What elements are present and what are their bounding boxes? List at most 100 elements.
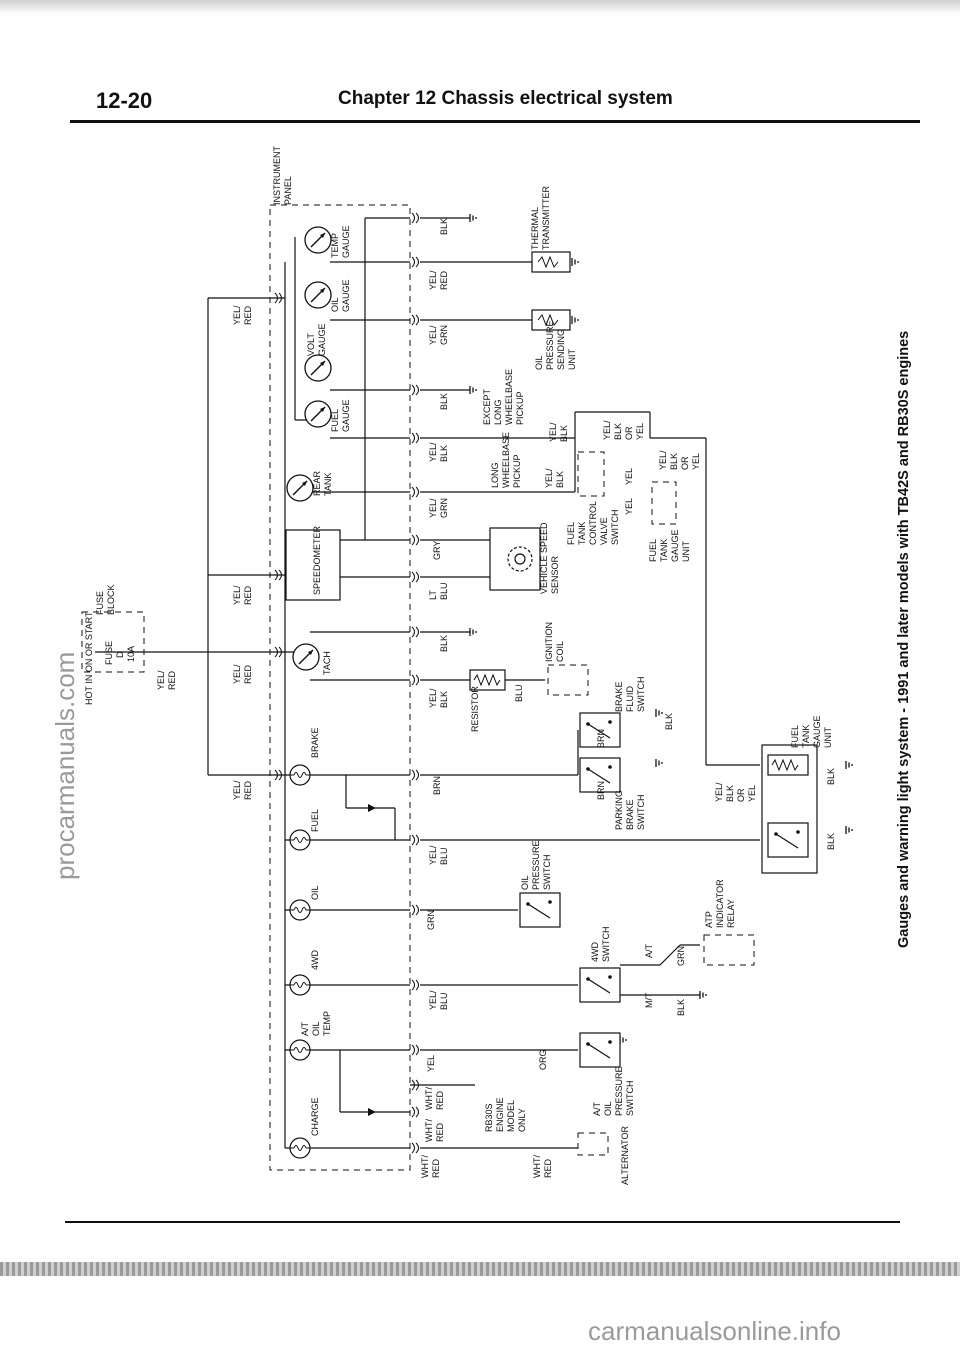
wire-yel-red-3a: YEL/ [232,585,242,605]
long-wb-label-1: LONG [490,462,500,488]
wire-yel-3: YEL [624,498,634,515]
thermal-label-1: THERMAL [530,207,540,250]
oil-gauge-label-2: GAUGE [341,279,351,312]
wire-wht-red-1a: WHT/ [424,1087,434,1110]
scan-edge-bottom [0,1262,960,1276]
ignition-coil-label-2: COIL [555,641,565,662]
wire-wht-red-3b: RED [431,1158,441,1178]
wire-yel-blu-1a: YEL/ [428,845,438,865]
fuel-valve-label-1: FUEL [566,522,576,545]
wire-yel-1: YEL [426,1055,436,1072]
resistor-label: RESISTOR [470,686,480,732]
fuel-gauge-label-2: GAUGE [341,399,351,432]
wire-blk-3: BLK [439,635,449,652]
oil-gauge-label-1: OIL [330,297,340,312]
wire-yel-blk-3a: YEL/ [548,422,558,442]
wire-org: ORG [538,1049,548,1070]
rb30s-label-4: ONLY [517,1108,527,1132]
oil-sender-label-4: UNIT [567,349,577,370]
wire-wht-red-4a: WHT/ [532,1155,542,1178]
at-oil-temp-label-2: OIL [311,1021,321,1036]
temp-gauge-label-2: GAUGE [341,225,351,258]
thermal-label-2: TRANSMITTER [541,186,551,250]
fuel-valve-label-4: VALVE [599,517,609,545]
scan-edge-top [0,0,960,14]
rear-tank-label-2: TANK [323,473,333,496]
fuel-gauge-unit-label-4: UNIT [823,727,833,748]
brake-fluid-label-3: SWITCH [636,677,646,713]
4wd-lamp-label: 4WD [310,950,320,971]
wire-yel-red-4a: YEL/ [232,664,242,684]
page-number: 12-20 [96,88,153,113]
fuel-gauge-unit-label-1: FUEL [790,725,800,748]
instrument-label: INSTRUMENT [272,146,282,205]
at-oil-switch-label-2: OIL [603,1101,613,1116]
rb30s-label-1: RB30S [484,1103,494,1132]
wire-wht-red-2a: WHT/ [424,1119,434,1142]
except-label-1: EXCEPT [482,388,492,425]
oil-sender-label-1: OIL [534,355,544,370]
wire-blk-4: BLK [664,713,674,730]
wire-yel-blk-2a: YEL/ [428,688,438,708]
wire-lt-blu-a: LT [428,590,438,600]
fuel-gauge-unit-r-label-4: UNIT [681,541,691,562]
wire-ybo-3c: OR [736,788,746,802]
ignition-coil-label-1: IGNITION [544,622,554,662]
fuel-valve-label-5: SWITCH [610,510,620,546]
wire-ybo-2c: OR [680,456,690,470]
brake-lamp-label: BRAKE [310,727,320,758]
figure-caption: Gauges and warning light system - 1991 a… [896,330,912,948]
wire-brn-1: BRN [432,776,442,795]
vss-label-1: VEHICLE SPEED [539,522,549,594]
footer-rule [65,1221,900,1223]
wire-yel-grn-1a: YEL/ [428,325,438,345]
wire-yel-red-2b: RED [243,305,253,325]
wire-yel-red-6a: YEL/ [156,670,166,690]
rear-tank-label-1: REAR [312,470,322,496]
temp-gauge-label-1: TEMP [330,233,340,258]
wire-ybo-2b: BLK [669,453,679,470]
wire-yel-red-3b: RED [243,585,253,605]
except-label-3: WHEELBASE [504,369,514,425]
wire-yel-grn-2b: GRN [439,498,449,518]
wire-yel-red-4b: RED [243,664,253,684]
fuel-valve-label-3: CONTROL [588,501,598,545]
fuel-gauge-unit-label-2: TANK [801,725,811,748]
wire-wht-red-3a: WHT/ [420,1155,430,1178]
wire-ybo-3d: YEL [747,785,757,802]
header-rule [70,120,920,123]
fuse-hot-label: HOT IN ON OR START [84,611,94,705]
wire-yel-blk-2b: BLK [439,691,449,708]
wire-ybo-1b: BLK [613,423,623,440]
fuse-label: FUSE [104,641,114,665]
at-oil-switch-label-1: A/T [592,1101,602,1116]
wire-blk-2: BLK [439,393,449,410]
wire-yel-blk-1a: YEL/ [428,442,438,462]
wire-ybo-3b: BLK [725,785,735,802]
wire-grn-2: GRN [676,946,686,966]
except-label-4: PICKUP [515,391,525,425]
4wd-switch-label-1: 4WD [590,942,600,963]
wire-blu: BLU [514,684,524,702]
atp-relay-label-3: RELAY [726,899,736,928]
alternator-label: ALTERNATOR [620,1125,630,1185]
watermark-left: procarmanuals.com [50,651,80,880]
long-wb-label-3: PICKUP [512,454,522,488]
wire-wht-red-2b: RED [435,1122,445,1142]
at-oil-switch-label-4: SWITCH [625,1081,635,1117]
at-oil-temp-label-3: TEMP [322,1011,332,1036]
brake-fluid-label-2: FLUID [625,685,635,712]
wire-blk-5: BLK [826,768,836,785]
wire-gry: GRY [432,541,442,560]
fuel-gauge-unit-r-label-3: GAUGE [670,529,680,562]
wire-yel-blk-4a: YEL/ [544,468,554,488]
wire-yel-blk-4b: BLK [555,471,565,488]
fuse-rating-label: 10A [126,646,136,662]
wire-lt-blu-b: BLU [439,582,449,600]
watermark-bottom: carmanualsonline.info [588,1316,841,1346]
oil-switch-label-1: OIL [520,875,530,890]
parking-brake-label-2: BRAKE [625,799,635,830]
block-label: BLOCK [106,584,116,615]
wire-ybo-3a: YEL/ [714,782,724,802]
